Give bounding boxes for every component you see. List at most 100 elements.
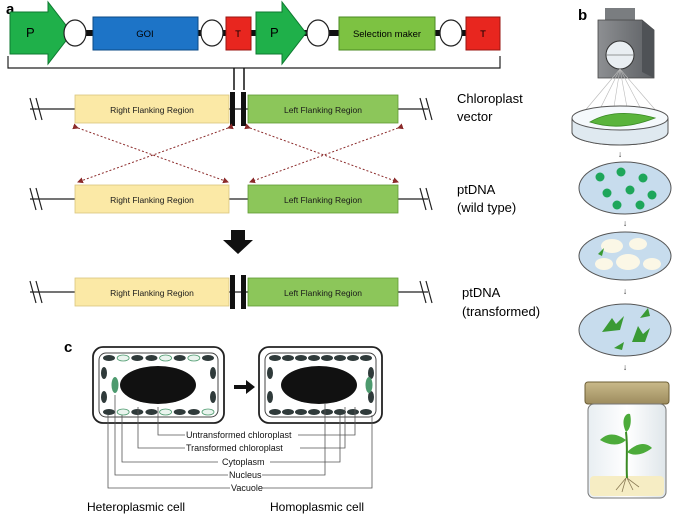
label-untransformed-chloroplast: Untransformed chloroplast [186, 430, 292, 440]
gene-gun-icon [597, 8, 655, 79]
label-nucleus: Nucleus [229, 470, 262, 480]
untransformed-chloroplast [334, 409, 346, 415]
dish-leaf-pieces [578, 161, 672, 215]
row-ptdna-wild-type: Right Flanking Region Left Flanking Regi… [29, 182, 516, 215]
untransformed-chloroplast [308, 355, 320, 361]
untransformed-chloroplast [101, 391, 107, 403]
svg-text:↓: ↓ [618, 149, 622, 159]
break-mark-left [29, 97, 43, 121]
selection-marker-label: Selection maker [353, 29, 421, 40]
untransformed-chloroplast [103, 355, 115, 361]
left-flanking-label: Left Flanking Region [284, 288, 362, 298]
insert-bar-1 [230, 92, 235, 126]
label-vacuole: Vacuole [231, 483, 263, 493]
panel-a-label: a [6, 1, 15, 18]
label-transformed-chloroplast: Transformed chloroplast [186, 443, 283, 453]
homoplasmic-caption: Homoplasmic cell [270, 500, 364, 514]
untransformed-chloroplast [368, 391, 374, 403]
terminator-box-1 [225, 16, 252, 51]
right-flanking-region [74, 94, 230, 124]
untransformed-chloroplast [187, 409, 200, 415]
transformed-chloroplast [201, 408, 215, 416]
untransformed-chloroplast [101, 367, 107, 379]
gene-construct: P GOI T P Selection maker T [7, 0, 501, 90]
untransformed-chloroplast [269, 409, 281, 415]
svg-text:↓: ↓ [623, 362, 627, 372]
dish-callus [578, 231, 672, 281]
spacer-circle-4 [439, 19, 463, 47]
nucleus [120, 366, 196, 404]
label-cytoplasm: Cytoplasm [222, 457, 265, 467]
untransformed-chloroplast [282, 355, 294, 361]
untransformed-chloroplast [295, 355, 307, 361]
nucleus [281, 366, 357, 404]
goi-box [92, 16, 199, 51]
leader-lines [107, 395, 373, 489]
untransformed-chloroplast [173, 355, 186, 361]
right-flanking-region [74, 277, 230, 307]
promoter-arrow-2 [255, 0, 307, 66]
untransformed-chloroplast [308, 409, 320, 415]
untransformed-chloroplast [368, 367, 374, 379]
spacer-circle-1 [63, 19, 87, 47]
wild-label-line2: (wild type) [457, 200, 516, 215]
right-flanking-label: Right Flanking Region [110, 288, 194, 298]
untransformed-chloroplast [210, 367, 216, 379]
right-flanking-region [74, 184, 230, 214]
transformed-chloroplast [365, 377, 373, 393]
vector-label-line2: vector [457, 109, 493, 124]
chloroplast-ring [101, 354, 216, 416]
untransformed-chloroplast [267, 367, 273, 379]
wild-label-line1: ptDNA [457, 182, 496, 197]
crossover-arrows [72, 123, 404, 184]
terminator-1-label: T [235, 29, 241, 40]
homoplasmic-cell [258, 346, 383, 424]
untransformed-chloroplast [131, 355, 144, 361]
left-flanking-region [247, 94, 399, 124]
svg-text:↓: ↓ [623, 218, 627, 228]
promoter-arrow-1 [9, 0, 73, 66]
untransformed-chloroplast [360, 409, 372, 415]
svg-text:↓: ↓ [623, 286, 627, 296]
transformed-chloroplast [159, 354, 172, 362]
untransformed-chloroplast [360, 355, 372, 361]
chloroplast-ring [267, 355, 374, 415]
insert-bar-2 [241, 92, 246, 126]
down-arrow-icon [223, 230, 253, 254]
left-flanking-region [247, 277, 399, 307]
untransformed-chloroplast [145, 355, 158, 361]
heteroplasmic-caption: Heteroplasmic cell [87, 500, 185, 514]
panel-c-label: c [64, 339, 72, 356]
untransformed-chloroplast [347, 409, 359, 415]
insert-bar-1 [230, 275, 235, 309]
trans-label-line1: ptDNA [462, 285, 501, 300]
spacer-circle-2 [200, 19, 224, 47]
untransformed-chloroplast [282, 409, 294, 415]
break-mark-right [419, 97, 433, 121]
untransformed-chloroplast [321, 355, 333, 361]
goi-label: GOI [136, 29, 153, 40]
untransformed-chloroplast [145, 409, 158, 415]
untransformed-chloroplast [334, 355, 346, 361]
transformed-chloroplast [111, 377, 119, 393]
untransformed-chloroplast [267, 391, 273, 403]
promoter-1-label: P [26, 25, 35, 40]
transformed-chloroplast [116, 354, 130, 362]
left-flanking-label: Left Flanking Region [284, 195, 362, 205]
untransformed-chloroplast [269, 355, 281, 361]
spacer-circle-3 [306, 19, 330, 47]
petri-dish-leaf [571, 105, 669, 146]
untransformed-chloroplast [210, 391, 216, 403]
row-ptdna-transformed: Right Flanking Region Left Flanking Regi… [29, 275, 540, 319]
left-flanking-label: Left Flanking Region [284, 105, 362, 115]
untransformed-chloroplast [321, 409, 333, 415]
untransformed-chloroplast [173, 409, 186, 415]
untransformed-chloroplast [347, 355, 359, 361]
right-arrow-icon [234, 380, 255, 394]
transformed-chloroplast [116, 408, 130, 416]
insert-bar-2 [241, 275, 246, 309]
untransformed-chloroplast [103, 409, 115, 415]
terminator-2-label: T [480, 29, 486, 40]
untransformed-chloroplast [131, 409, 144, 415]
